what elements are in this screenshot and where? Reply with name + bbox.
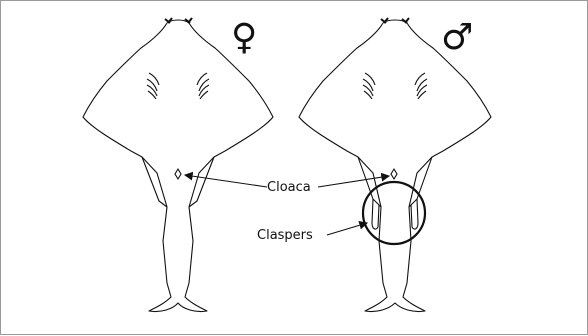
male-tail xyxy=(365,207,425,312)
female-symbol: ♀ xyxy=(231,17,257,58)
male-left-gills xyxy=(363,73,375,99)
male-right-gills xyxy=(415,73,427,99)
cloaca-label: Cloaca xyxy=(267,180,311,195)
female-tail xyxy=(149,207,207,312)
male-cloaca-mark xyxy=(391,169,397,179)
claspers-arrow xyxy=(327,223,367,235)
female-left-gills xyxy=(147,73,159,99)
claspers-label: Claspers xyxy=(257,228,313,243)
female-right-gills xyxy=(197,73,209,99)
female-left-body-outline xyxy=(83,23,167,207)
male-left-pelvic-fin xyxy=(358,157,381,207)
female-ray xyxy=(83,18,273,312)
male-symbol: ♂ xyxy=(441,17,473,58)
female-cloaca-mark xyxy=(175,169,181,179)
male-ray xyxy=(299,18,491,312)
female-right-pelvic-fin xyxy=(189,157,214,207)
female-left-pelvic-fin xyxy=(142,157,167,207)
male-right-pelvic-fin xyxy=(409,157,432,207)
cloaca-arrow-female xyxy=(185,175,267,187)
